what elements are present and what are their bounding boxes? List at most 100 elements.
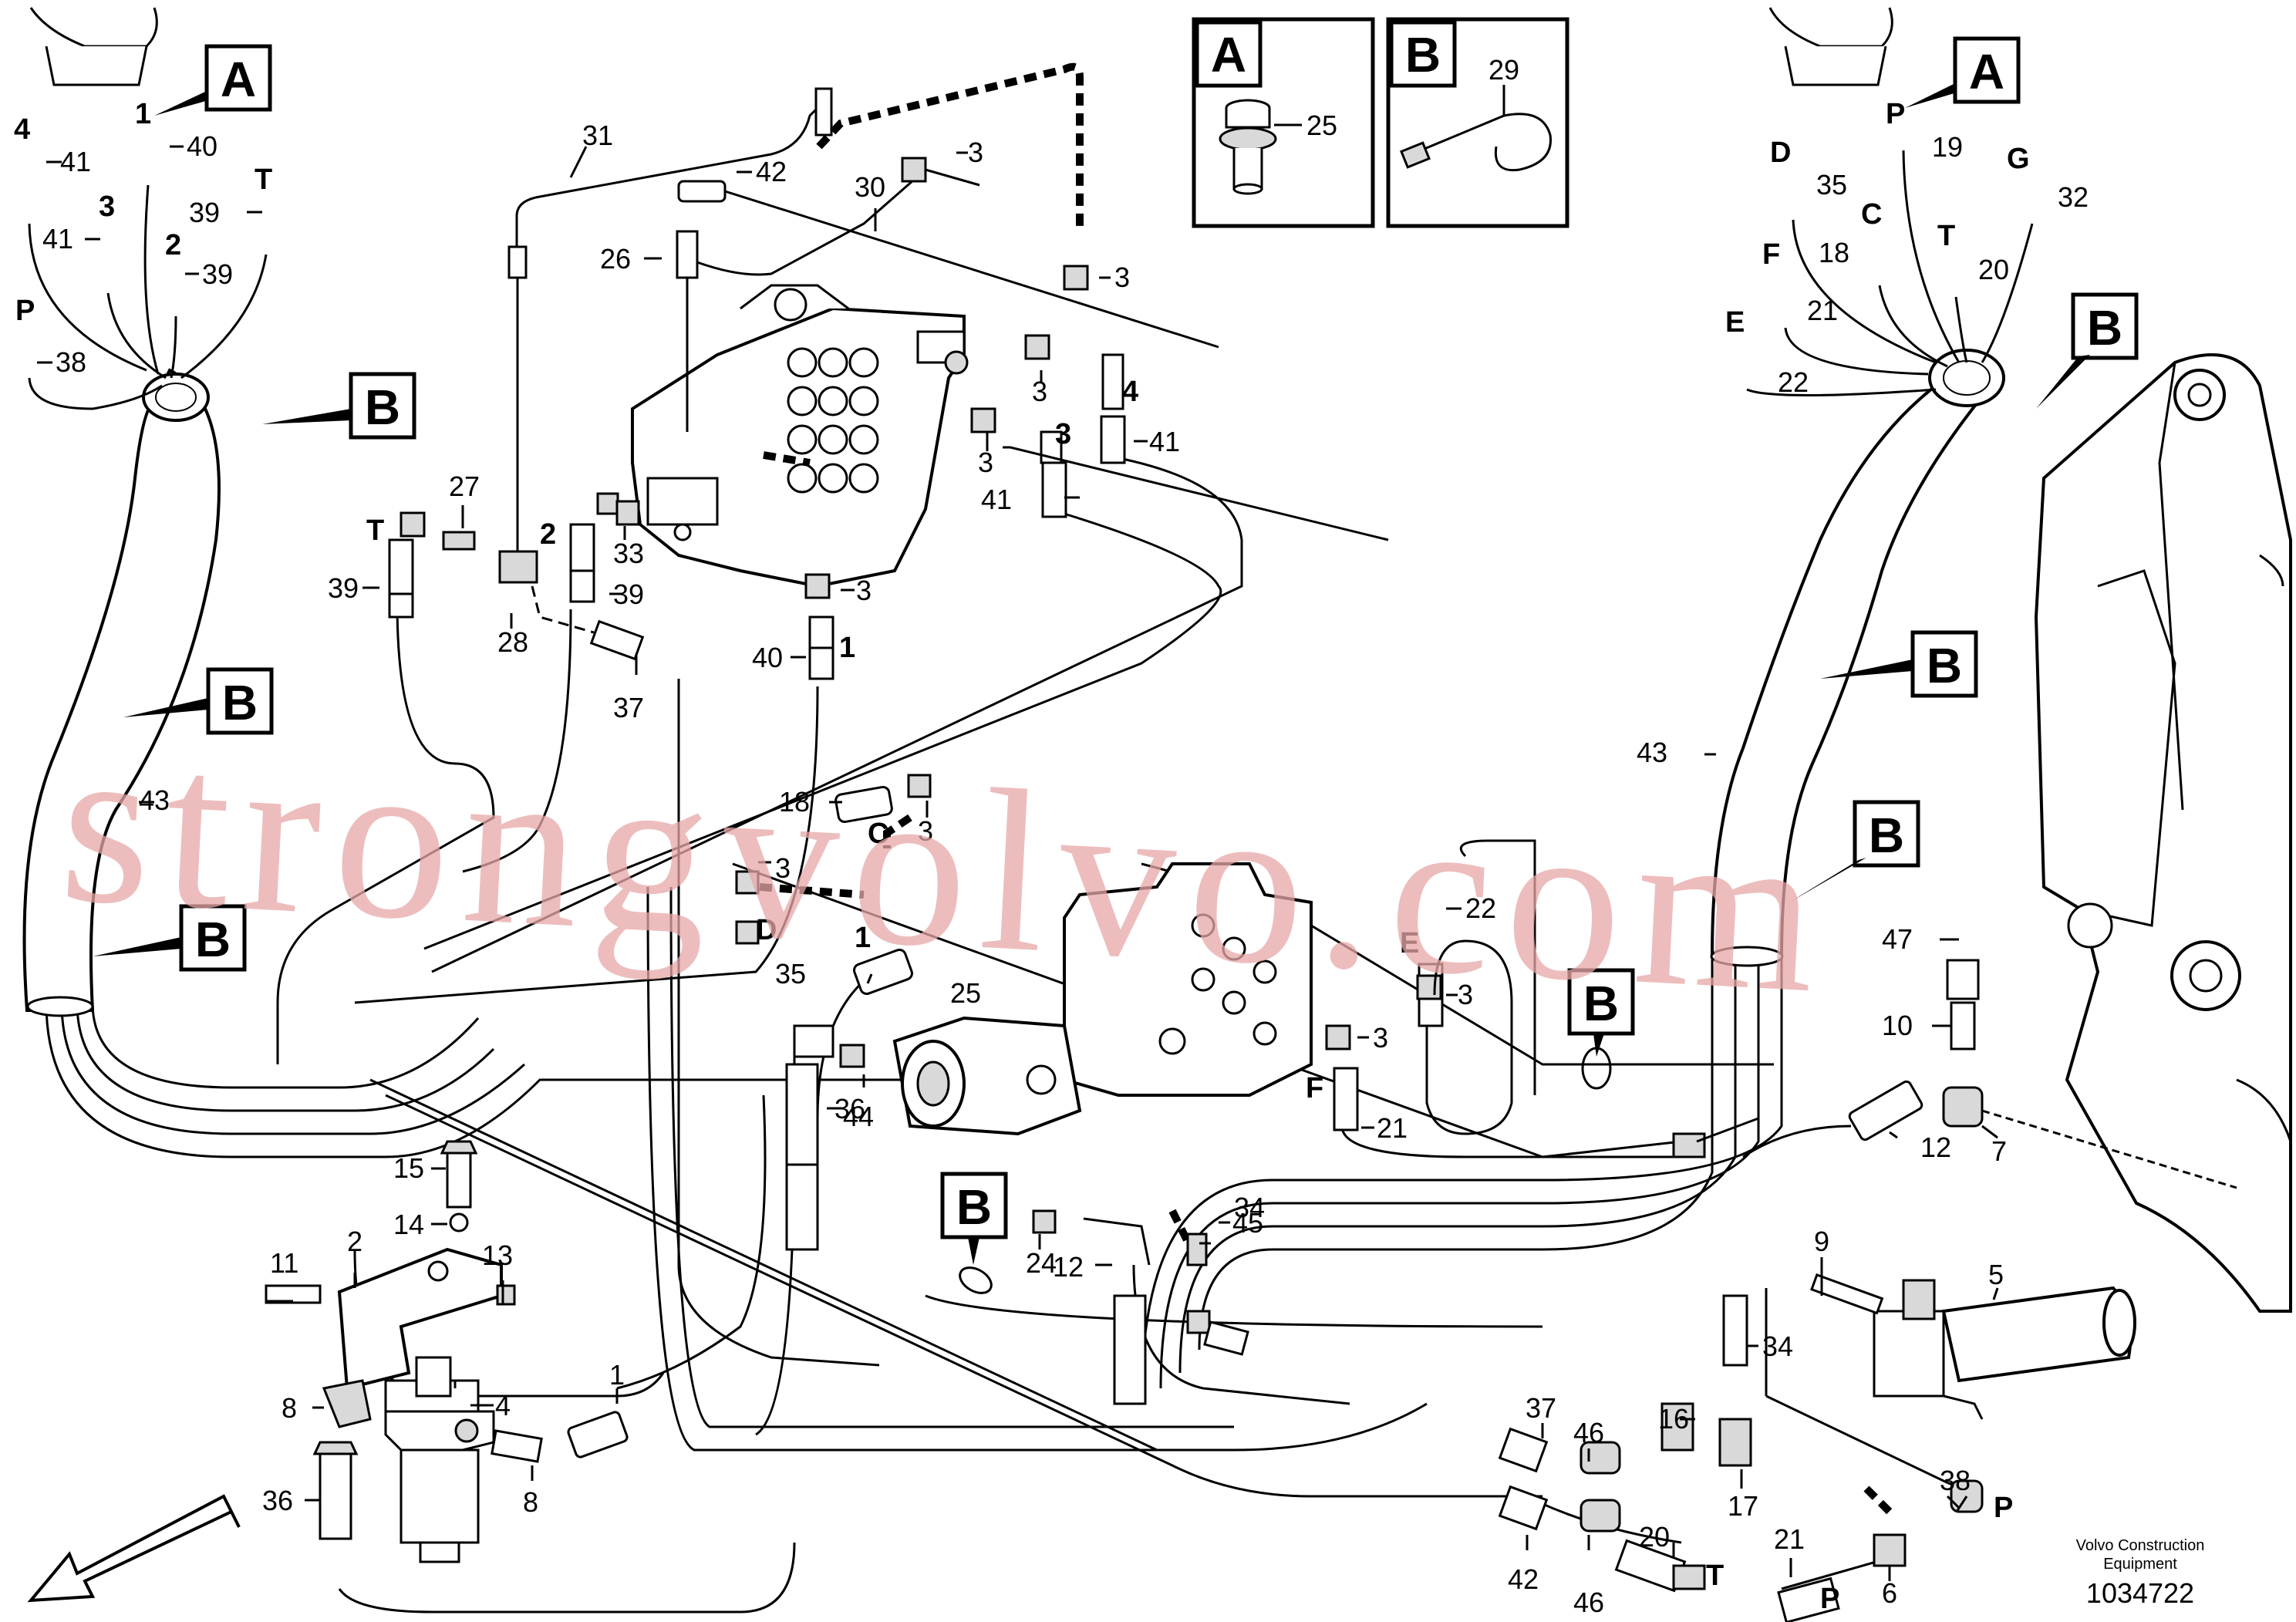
seat-silhouette-right bbox=[1768, 7, 1893, 86]
label-47: 47 bbox=[1882, 923, 1913, 955]
left-end-5-letter: 2 bbox=[165, 229, 181, 261]
label-3: 3 bbox=[978, 447, 993, 478]
label-8: 8 bbox=[523, 1486, 538, 1518]
label-42: 42 bbox=[1508, 1563, 1539, 1595]
label-21: 21 bbox=[1774, 1523, 1805, 1555]
label-3: 3 bbox=[1458, 979, 1473, 1010]
marker-a-right: A bbox=[1969, 44, 2004, 99]
left-end-1-part: 41 bbox=[60, 146, 91, 177]
label-3: 3 bbox=[1032, 376, 1047, 407]
marker-b-left-3: B bbox=[195, 912, 231, 967]
right-end-3-letter: G bbox=[2007, 143, 2030, 175]
right-sleeve-part: 43 bbox=[1637, 737, 1667, 768]
label-3: 3 bbox=[918, 815, 933, 847]
label-6: 6 bbox=[1882, 1577, 1897, 1609]
label-38: 38 bbox=[1940, 1465, 1971, 1496]
label-34: 34 bbox=[1234, 1192, 1265, 1223]
label-7: 7 bbox=[1991, 1135, 2007, 1167]
fitting-25-icon bbox=[1219, 99, 1277, 195]
label-C: C bbox=[868, 818, 888, 850]
legend-b-part: 29 bbox=[1489, 54, 1519, 86]
label-12: 12 bbox=[1053, 1251, 1084, 1283]
cable-tie-29-icon bbox=[1400, 113, 1552, 172]
label-18: 18 bbox=[779, 786, 810, 818]
filter-assembly bbox=[265, 1140, 629, 1563]
hose-routes bbox=[45, 454, 1975, 1614]
label-10: 10 bbox=[1882, 1010, 1913, 1041]
label-27: 27 bbox=[449, 470, 480, 502]
label-T: T bbox=[1706, 1560, 1724, 1592]
marker-b-right-2: B bbox=[1927, 638, 1962, 693]
right-end-2-letter: D bbox=[1770, 137, 1791, 169]
footer: Volvo Construction Equipment 1034722 bbox=[2076, 1537, 2205, 1609]
right-end-2-part: 35 bbox=[1816, 169, 1847, 201]
left-end-2-part: 40 bbox=[187, 130, 217, 162]
label-34: 34 bbox=[1762, 1330, 1793, 1362]
label-15: 15 bbox=[393, 1152, 424, 1184]
marker-b-right-3: B bbox=[1869, 808, 1904, 863]
right-end-1-letter: P bbox=[1886, 98, 1905, 130]
label-44: 44 bbox=[843, 1101, 874, 1132]
label-37: 37 bbox=[1526, 1392, 1556, 1424]
label-46: 46 bbox=[1573, 1587, 1604, 1618]
label-36: 36 bbox=[262, 1485, 293, 1516]
label-2: 2 bbox=[540, 518, 556, 551]
legend-box-b: B 29 bbox=[1386, 17, 1569, 228]
label-17: 17 bbox=[1728, 1490, 1758, 1522]
direction-arrow-icon bbox=[27, 1494, 241, 1603]
legend-box-a: A 25 bbox=[1192, 17, 1375, 228]
label-37: 37 bbox=[613, 692, 644, 723]
label-30: 30 bbox=[855, 171, 885, 203]
right-end-4-part: 18 bbox=[1819, 237, 1849, 268]
company-name-line2: Equipment bbox=[2103, 1556, 2177, 1573]
right-end-4-letter: C bbox=[1861, 198, 1882, 231]
callout-markers: A A B B B B B B B B bbox=[93, 36, 2139, 1265]
left-end-4-part: 41 bbox=[42, 223, 73, 255]
left-end-6-part: 38 bbox=[56, 346, 86, 378]
label-35: 35 bbox=[775, 958, 806, 990]
right-protective-sleeve bbox=[1710, 349, 2005, 967]
label-41: 41 bbox=[981, 484, 1012, 515]
label-D: D bbox=[756, 914, 777, 946]
label-3: 3 bbox=[775, 852, 791, 884]
label-33: 33 bbox=[613, 538, 644, 569]
label-20: 20 bbox=[1639, 1521, 1670, 1553]
label-12: 12 bbox=[1920, 1131, 1951, 1163]
label-22: 22 bbox=[1465, 892, 1496, 924]
left-end-3-letter: T bbox=[255, 164, 272, 196]
label-45: 45 bbox=[1232, 1207, 1263, 1239]
label-42: 42 bbox=[756, 156, 787, 187]
right-bundle-hoses bbox=[1746, 150, 2034, 396]
main-pump bbox=[892, 862, 1313, 1136]
label-41: 41 bbox=[1149, 426, 1180, 457]
right-end-7-part: 22 bbox=[1778, 366, 1809, 398]
label-16: 16 bbox=[1658, 1403, 1689, 1435]
marker-b-mid-left: B bbox=[956, 1179, 992, 1235]
right-valve-block bbox=[1498, 959, 2237, 1622]
label-1: 1 bbox=[609, 1359, 625, 1391]
left-end-4-letter: 3 bbox=[99, 191, 115, 223]
label-9: 9 bbox=[1814, 1226, 1829, 1257]
label-P: P bbox=[1994, 1492, 2013, 1524]
label-4: 4 bbox=[495, 1390, 511, 1421]
right-end-6-letter: F bbox=[1762, 238, 1780, 271]
marker-b-left-2: B bbox=[222, 675, 258, 730]
right-end-3-part: 32 bbox=[2058, 181, 2089, 213]
label-3: 3 bbox=[856, 575, 872, 606]
upper-control-valve bbox=[631, 284, 969, 588]
label-40: 40 bbox=[752, 642, 783, 673]
left-end-1-letter: 4 bbox=[14, 113, 30, 146]
label-E: E bbox=[1400, 927, 1419, 959]
left-end-3-part: 39 bbox=[189, 197, 220, 228]
leader-lines bbox=[37, 145, 1999, 1581]
callout-labels: 4 41 1 40 T 39 3 41 2 39 P 38 43 P 19 D … bbox=[14, 98, 2089, 1618]
label-4: 4 bbox=[1122, 376, 1138, 408]
label-36: 36 bbox=[834, 1093, 865, 1125]
label-11: 11 bbox=[270, 1247, 298, 1279]
label-P: P bbox=[1820, 1583, 1839, 1615]
left-end-5-part: 39 bbox=[202, 258, 233, 290]
right-end-5-letter: T bbox=[1937, 220, 1955, 252]
marker-b-right-1: B bbox=[2087, 300, 2122, 356]
label-21: 21 bbox=[1377, 1112, 1408, 1144]
